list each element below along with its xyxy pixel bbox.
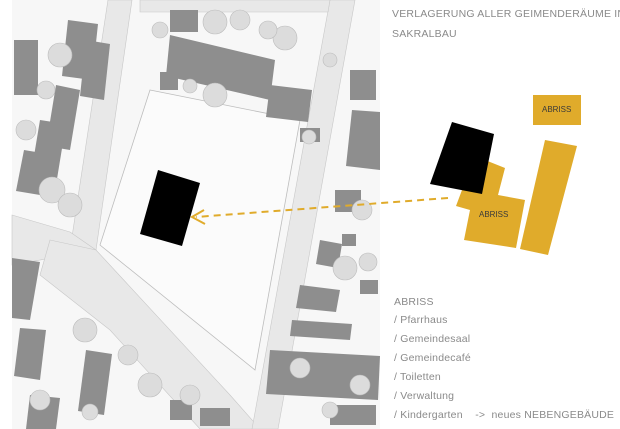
street-junction [39,239,261,429]
title-line-1: VERLAGERUNG ALLER GEIMENDERÄUME IN DEN [392,8,620,20]
label-abriss-large: ABRISS [479,210,509,219]
label-abriss-small: ABRISS [542,105,572,114]
legend-item: / Toiletten [394,371,441,383]
legend-heading: ABRISS [394,296,434,308]
trees [15,9,378,421]
street-top [139,0,331,13]
legend-item: / Pfarrhaus [394,314,448,326]
legend-item: / Verwaltung [394,390,455,402]
central-plot [99,89,301,371]
demolition-building-large [456,160,525,248]
demolition-building-small [533,95,581,125]
legend-item: / Gemeindecafé [394,352,471,364]
new-building-sacralbau-right [430,122,494,194]
demolition-building-wing [520,140,577,255]
legend-item: / Kindergarten -> neues NEBENGEBÄUDE [394,409,615,421]
new-building-sacralbau [140,170,200,246]
demolition-buildings [456,95,581,255]
street-diagonal-right [251,0,356,429]
title-line-2: SAKRALBAU [392,28,457,40]
relocation-arrow [189,197,449,225]
legend-item: / Gemeindesaal [394,333,471,345]
